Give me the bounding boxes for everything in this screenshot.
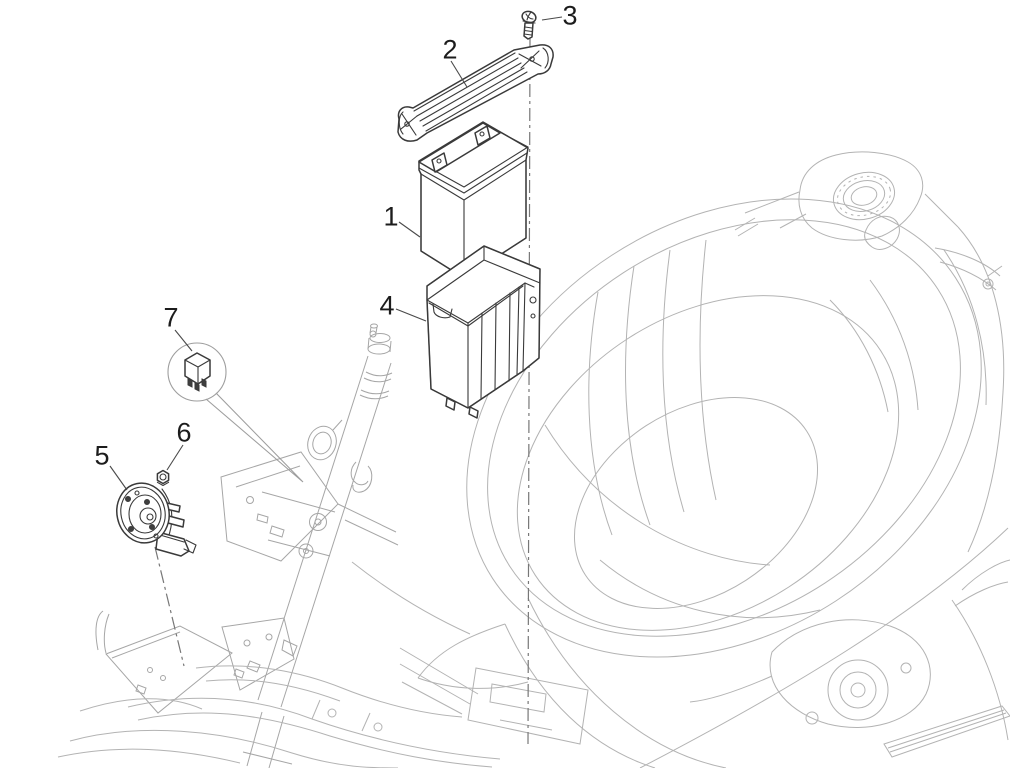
callout-6-nut: 6 — [176, 417, 192, 448]
callout-7-relay: 7 — [163, 302, 179, 333]
leader-4 — [395, 308, 427, 322]
callout-2-battery-strap: 2 — [442, 34, 458, 65]
battery-centerline — [527, 35, 531, 745]
relay-balloon — [167, 342, 304, 483]
floor-frame — [57, 610, 501, 768]
leader-3 — [541, 16, 563, 21]
callout-5-horn: 5 — [94, 440, 110, 471]
callout-3-screw: 3 — [562, 0, 578, 31]
engine-cluster — [689, 619, 1010, 758]
leader-7 — [174, 329, 193, 352]
battery-box — [426, 245, 541, 419]
callout-1-battery: 1 — [383, 201, 399, 232]
leader-1 — [398, 221, 421, 238]
horn-centerline — [154, 546, 185, 667]
horn — [116, 482, 197, 557]
leader-5 — [109, 465, 128, 491]
underseat-bucket — [466, 198, 982, 658]
centerlines — [154, 35, 531, 745]
leader-lines — [109, 16, 563, 491]
rear-body — [934, 226, 1010, 741]
nut — [156, 469, 170, 487]
fuel-cap — [744, 151, 959, 250]
scooter-frame — [57, 151, 1010, 768]
leader-2 — [450, 60, 468, 88]
relay — [184, 352, 211, 392]
steering-column — [220, 323, 399, 768]
leader-6 — [166, 444, 184, 471]
callout-4-battery-box: 4 — [379, 290, 395, 321]
battery — [418, 121, 529, 279]
screw — [521, 10, 537, 40]
body-underside — [351, 527, 1009, 768]
